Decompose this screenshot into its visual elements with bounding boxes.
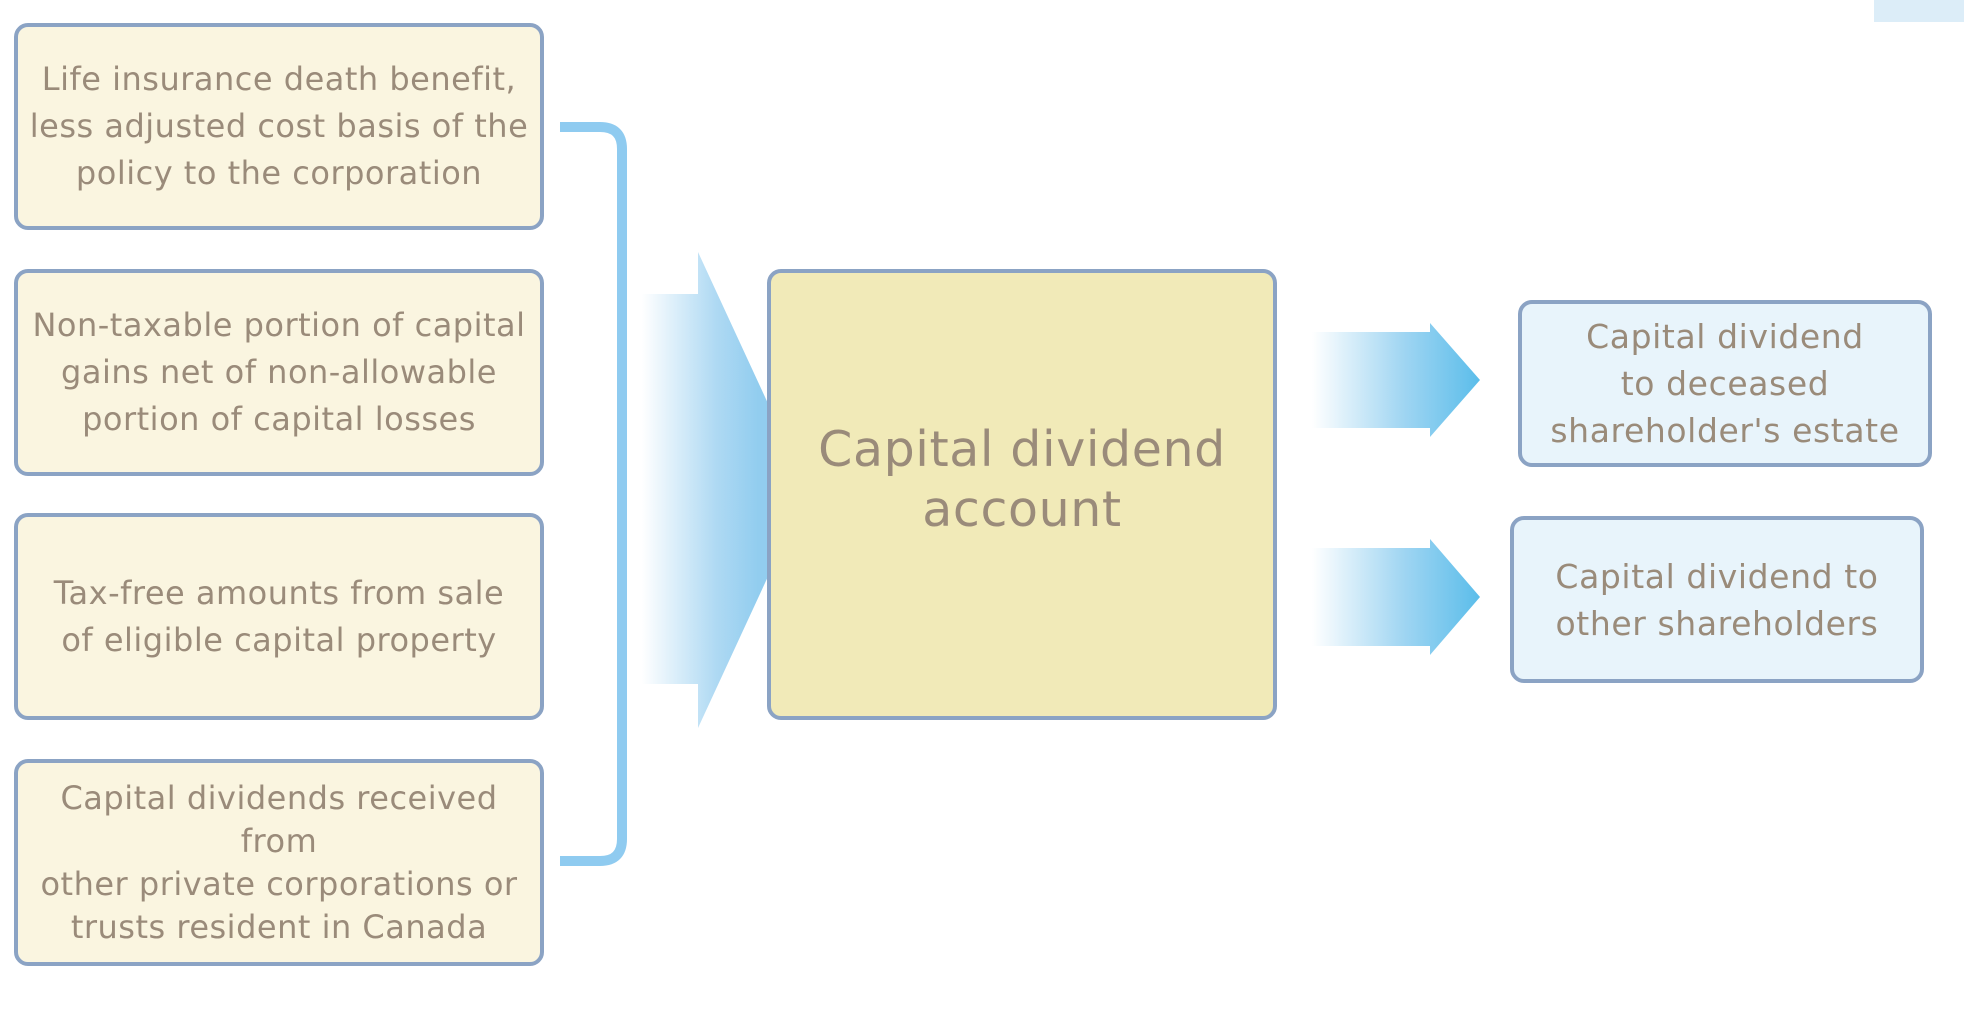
output-arrow-estate (1312, 323, 1480, 437)
source-box-capital-gains: Non-taxable portion of capital gains net… (14, 269, 544, 476)
center-label: Capital dividend account (818, 420, 1226, 538)
output-box-deceased-estate: Capital dividend to deceased shareholder… (1518, 300, 1932, 467)
source-box-life-insurance: Life insurance death benefit, less adjus… (14, 23, 544, 230)
output-label: Capital dividend to other shareholders (1555, 556, 1879, 643)
source-label: Tax-free amounts from sale of eligible c… (53, 573, 505, 659)
source-box-dividends-received: Capital dividends received from other pr… (14, 759, 544, 966)
output-box-other-shareholders: Capital dividend to other shareholders (1510, 516, 1924, 683)
capital-dividend-account-box: Capital dividend account (767, 269, 1277, 720)
source-box-eligible-property: Tax-free amounts from sale of eligible c… (14, 513, 544, 720)
source-label: Capital dividends received from other pr… (40, 778, 518, 946)
corner-tab (1874, 0, 1964, 22)
source-bracket (560, 122, 627, 866)
source-label: Non-taxable portion of capital gains net… (32, 306, 526, 438)
input-arrow (642, 252, 808, 728)
source-label: Life insurance death benefit, less adjus… (29, 60, 529, 192)
output-arrow-shareholders (1312, 539, 1480, 655)
output-label: Capital dividend to deceased shareholder… (1550, 317, 1900, 450)
